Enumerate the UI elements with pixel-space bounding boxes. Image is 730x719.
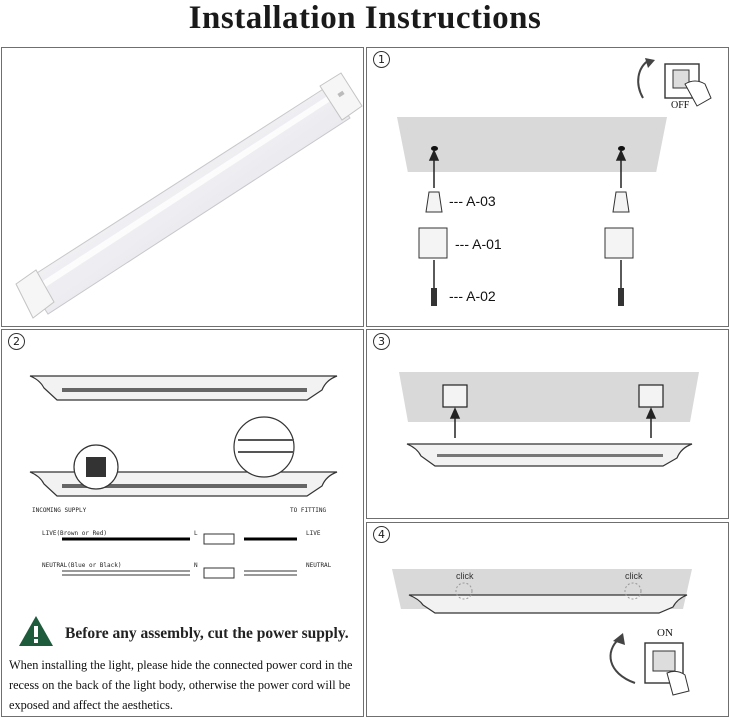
off-label: OFF (671, 100, 690, 111)
warning-text: Before any assembly, cut the power suppl… (65, 625, 349, 642)
incoming-supply-label: INCOMING SUPPLY (32, 507, 87, 514)
page-title: Installation Instructions (188, 0, 542, 36)
step-4-panel: 4 click click ON (366, 522, 729, 717)
snap-in-diagram (408, 582, 690, 696)
neutral-out-label: NEUTRAL (306, 562, 332, 569)
ceiling (397, 117, 667, 172)
terminal-neutral-label: N (194, 562, 198, 569)
click-label-right: click (625, 571, 643, 581)
on-label: ON (657, 627, 673, 639)
part-label-a02: --- A-02 (449, 288, 496, 304)
step-1-panel: 1 OFF --- A-03 --- A-0 (366, 47, 729, 327)
led-batten-photo (15, 72, 363, 319)
live-out-label: LIVE (306, 530, 321, 537)
switch-off-icon (637, 58, 712, 107)
to-fitting-label: TO FITTING (290, 507, 327, 514)
step-3-panel: 3 (366, 329, 729, 519)
product-photo-panel (1, 47, 364, 327)
step-2-panel: 2 INCOMING SUPPLY TO FITTING LIVE(Brown … (1, 329, 364, 717)
live-in-label: LIVE(Brown or Red) (42, 530, 108, 537)
step-number: 4 (373, 526, 390, 543)
ceiling-hole-right (618, 146, 625, 151)
installation-note: When installing the light, please hide t… (9, 658, 353, 712)
wiring-diagram (29, 375, 338, 579)
ceiling-hole-left (431, 146, 438, 151)
click-label-left: click (456, 571, 474, 581)
warning-icon (19, 616, 53, 646)
step-number: 3 (373, 333, 390, 350)
neutral-in-label: NEUTRAL(Blue or Black) (42, 562, 122, 569)
step-number: 1 (373, 51, 390, 68)
step-number: 2 (8, 333, 25, 350)
fixture-mounting-diagram (406, 384, 693, 467)
part-label-a03: --- A-03 (449, 193, 496, 209)
terminal-live-label: L (194, 530, 198, 537)
mounting-hardware-diagram (418, 149, 634, 306)
part-label-a01: --- A-01 (455, 236, 502, 252)
